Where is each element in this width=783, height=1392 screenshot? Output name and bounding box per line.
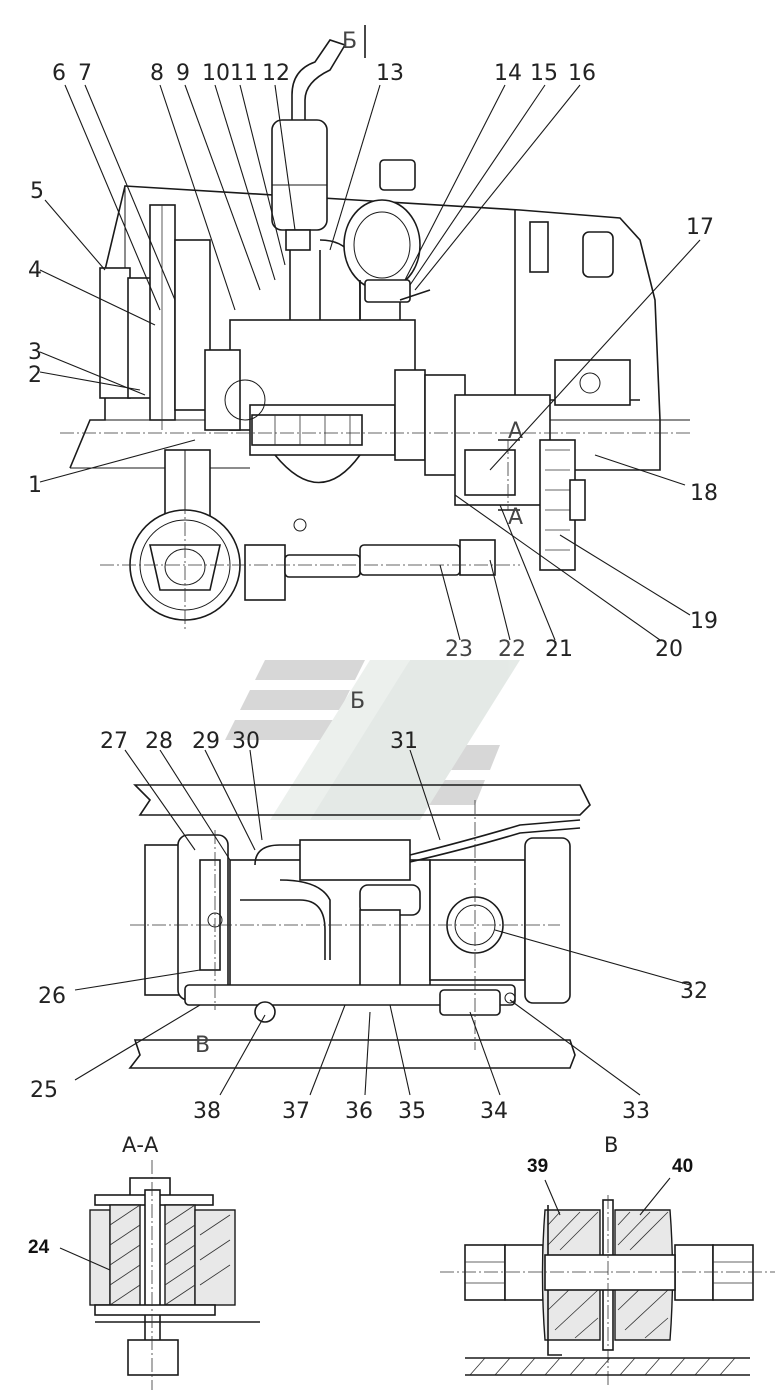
part-label-22: 22	[498, 637, 526, 662]
part-label-17: 17	[686, 215, 714, 240]
section-aa-title: А-А	[122, 1133, 159, 1157]
part-label-19: 19	[690, 609, 718, 634]
part-label-27: 27	[100, 729, 128, 754]
part-label-26: 26	[38, 984, 66, 1009]
part-label-11: 11	[230, 61, 258, 86]
watermark-logo	[225, 660, 520, 820]
section-a-marker-lower: А	[508, 505, 523, 530]
part-label-18: 18	[690, 481, 718, 506]
part-label-39: 39	[527, 1156, 548, 1177]
part-labels-top: 1 2 3 4 5 6 7 8 9 10 11 12 13 14 15 16 1…	[28, 61, 718, 662]
part-label-2: 2	[28, 363, 42, 388]
ground-hatching	[469, 1357, 736, 1376]
view-v-detail: В	[440, 1133, 775, 1385]
part-label-9: 9	[176, 61, 190, 86]
part-label-5: 5	[30, 179, 44, 204]
part-label-14: 14	[494, 61, 522, 86]
section-a-marker-upper: А	[508, 419, 523, 444]
part-label-32: 32	[680, 979, 708, 1004]
part-label-23: 23	[445, 637, 473, 662]
part-label-37: 37	[282, 1099, 310, 1124]
section-aa-hatching	[109, 1204, 231, 1306]
part-label-21: 21	[545, 637, 573, 662]
side-elevation-view: А А Б	[60, 25, 690, 630]
part-label-31: 31	[390, 729, 418, 754]
part-label-28: 28	[145, 729, 173, 754]
part-label-25: 25	[30, 1078, 58, 1103]
plan-view-v-label: В	[195, 1033, 210, 1058]
part-label-33: 33	[622, 1099, 650, 1124]
part-labels-middle: 27 28 29 30 31 32 33 34 35 36 37 38 25 2…	[30, 729, 708, 1124]
part-label-6: 6	[52, 61, 66, 86]
section-aa-view: А-А 24	[28, 1133, 260, 1390]
plan-view-b-label: Б	[350, 689, 365, 714]
part-label-13: 13	[376, 61, 404, 86]
view-b-arrow-label: Б	[342, 29, 357, 54]
part-label-7: 7	[78, 61, 92, 86]
part-label-36: 36	[345, 1099, 373, 1124]
part-label-34: 34	[480, 1099, 508, 1124]
part-label-24: 24	[28, 1237, 50, 1258]
part-label-1: 1	[28, 473, 42, 498]
part-label-40: 40	[672, 1156, 693, 1177]
leader-lines-top	[39, 84, 701, 641]
plan-view: Б В	[128, 689, 591, 1069]
part-label-4: 4	[28, 258, 42, 283]
part-label-35: 35	[398, 1099, 426, 1124]
part-label-16: 16	[568, 61, 596, 86]
part-label-3: 3	[28, 340, 42, 365]
part-label-12: 12	[262, 61, 290, 86]
leader-lines-middle	[74, 749, 691, 1096]
part-label-15: 15	[530, 61, 558, 86]
part-label-29: 29	[192, 729, 220, 754]
part-label-30: 30	[232, 729, 260, 754]
part-label-10: 10	[202, 61, 230, 86]
part-label-20: 20	[655, 637, 683, 662]
part-label-8: 8	[150, 61, 164, 86]
part-label-38: 38	[193, 1099, 221, 1124]
view-v-title: В	[604, 1133, 618, 1157]
